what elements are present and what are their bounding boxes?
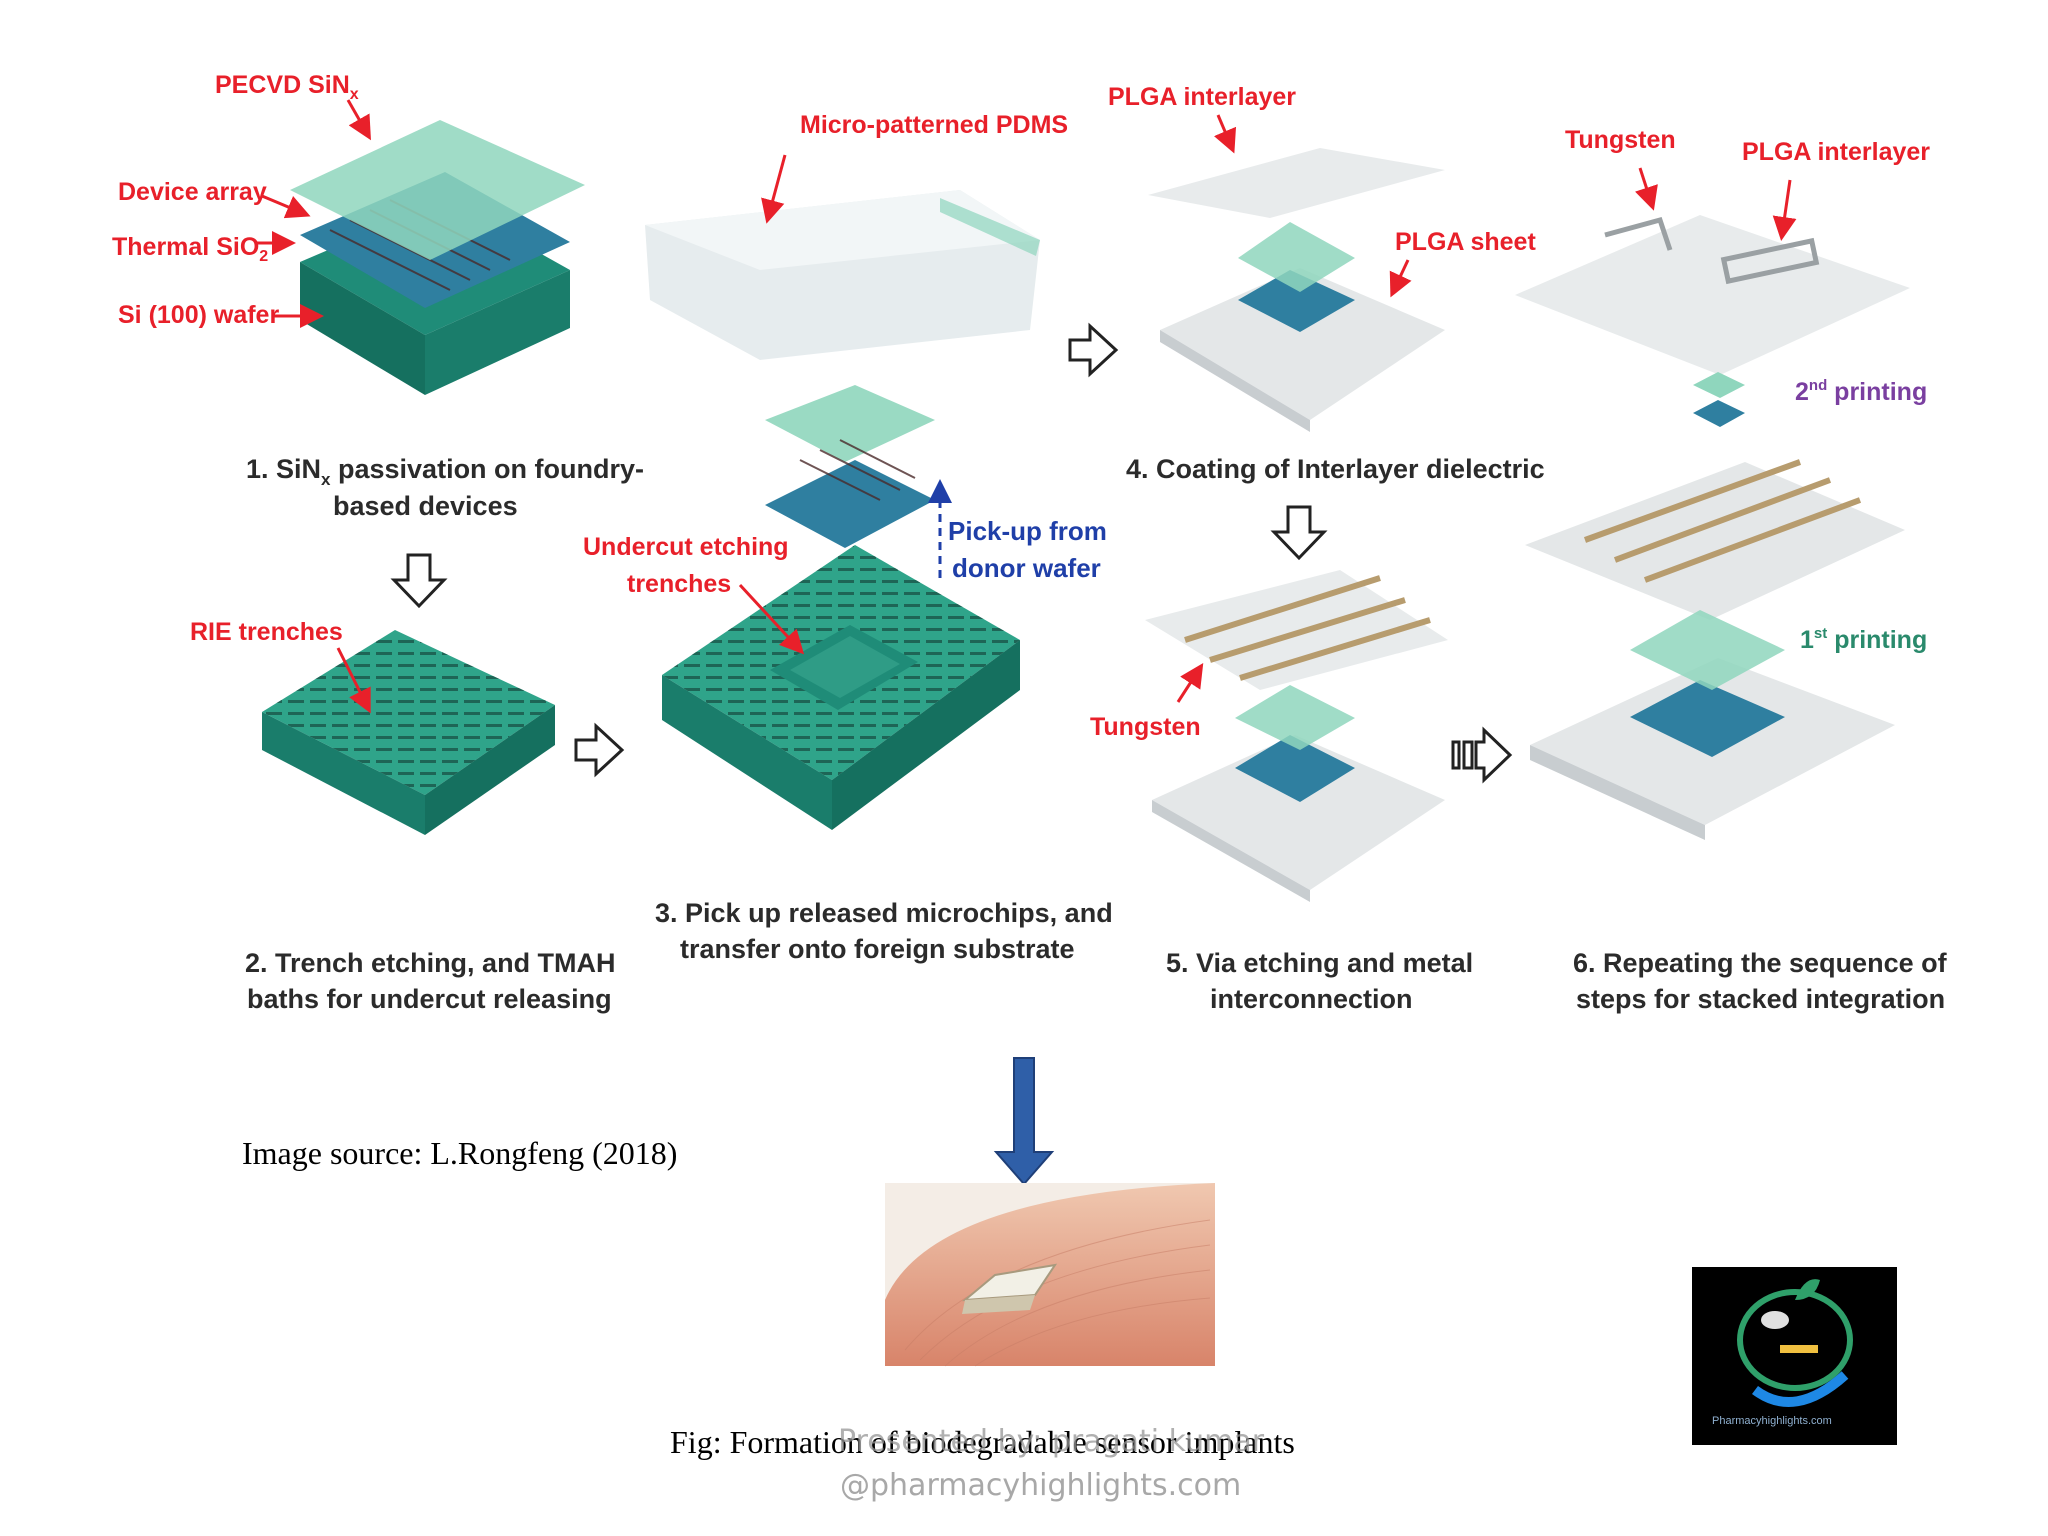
- step2-caption-line1: 2. Trench etching, and TMAH: [245, 948, 616, 978]
- pharmacy-logo: Pharmacyhighlights.com: [1692, 1267, 1897, 1445]
- presenter-overlay: Presented by: pragati kumar: [838, 1424, 1265, 1459]
- image-source-text: Image source: L.Rongfeng (2018): [242, 1135, 678, 1171]
- step3-block: [662, 545, 1020, 830]
- step2-caption-line2: baths for undercut releasing: [247, 984, 612, 1014]
- step5-tungsten-label: Tungsten: [1090, 713, 1201, 741]
- step3-caption-line1: 3. Pick up released microchips, and: [655, 898, 1113, 928]
- pickup-label-line2: donor wafer: [952, 553, 1101, 583]
- step5-caption-line2: interconnection: [1210, 984, 1413, 1014]
- step6-caption-line1: 6. Repeating the sequence of: [1573, 948, 1948, 978]
- website-overlay: @pharmacyhighlights.com: [840, 1468, 1242, 1503]
- step2-block: [262, 630, 555, 835]
- figure-caption: Fig: Formation of biodegradable sensor i…: [670, 1424, 1295, 1460]
- undercut-label-line1: Undercut etching: [583, 533, 789, 561]
- step5-stack: [1145, 570, 1448, 902]
- step1-caption-line1: 1. SiNx passivation on foundry-: [246, 454, 644, 489]
- si-wafer-label: Si (100) wafer: [118, 301, 279, 329]
- pdms-label: Micro-patterned PDMS: [800, 111, 1068, 139]
- rie-trenches-label: RIE trenches: [190, 618, 343, 646]
- pickup-label-line1: Pick-up from: [948, 516, 1107, 546]
- down-arrow-icon: [390, 553, 448, 609]
- big-down-arrow-icon: [993, 1057, 1055, 1186]
- step6-caption-line2: steps for stacked integration: [1576, 984, 1945, 1014]
- device-array-label: Device array: [118, 178, 267, 206]
- step6-tungsten-label: Tungsten: [1565, 126, 1676, 154]
- step3-caption-line2: transfer onto foreign substrate: [680, 934, 1075, 964]
- down-arrow-icon-2: [1270, 505, 1328, 561]
- first-printing-label: 1st printing: [1800, 625, 1927, 654]
- step6-stack: [1515, 215, 1910, 840]
- step1-caption-line2: based devices: [333, 491, 518, 521]
- right-arrow-icon-2: [1068, 322, 1119, 378]
- step4-stack: [1148, 148, 1445, 432]
- right-arrow-icon: [574, 722, 625, 778]
- thermal-sio2-label: Thermal SiO2: [112, 233, 268, 265]
- step6-interlayer-label: PLGA interlayer: [1742, 138, 1930, 166]
- second-printing-label: 2nd printing: [1795, 377, 1927, 406]
- step1-stack: [290, 120, 585, 395]
- pdms-stamp: [645, 190, 1040, 360]
- striped-right-arrow-icon: [1451, 726, 1513, 784]
- step4-caption: 4. Coating of Interlayer dielectric: [1126, 454, 1545, 484]
- undercut-label-line2: trenches: [627, 570, 731, 598]
- step1-labels: PECVD SiNx Device array Thermal SiO2 Si …: [112, 71, 371, 329]
- picked-chip: [765, 385, 935, 548]
- implant-on-finger-photo: [885, 1183, 1215, 1367]
- step5-caption-line1: 5. Via etching and metal: [1166, 948, 1473, 978]
- pecvd-label: PECVD SiNx: [215, 71, 359, 103]
- step4-interlayer-label: PLGA interlayer: [1108, 83, 1296, 111]
- plga-sheet-label: PLGA sheet: [1395, 228, 1536, 256]
- logo-text: Pharmacyhighlights.com: [1712, 1415, 1832, 1427]
